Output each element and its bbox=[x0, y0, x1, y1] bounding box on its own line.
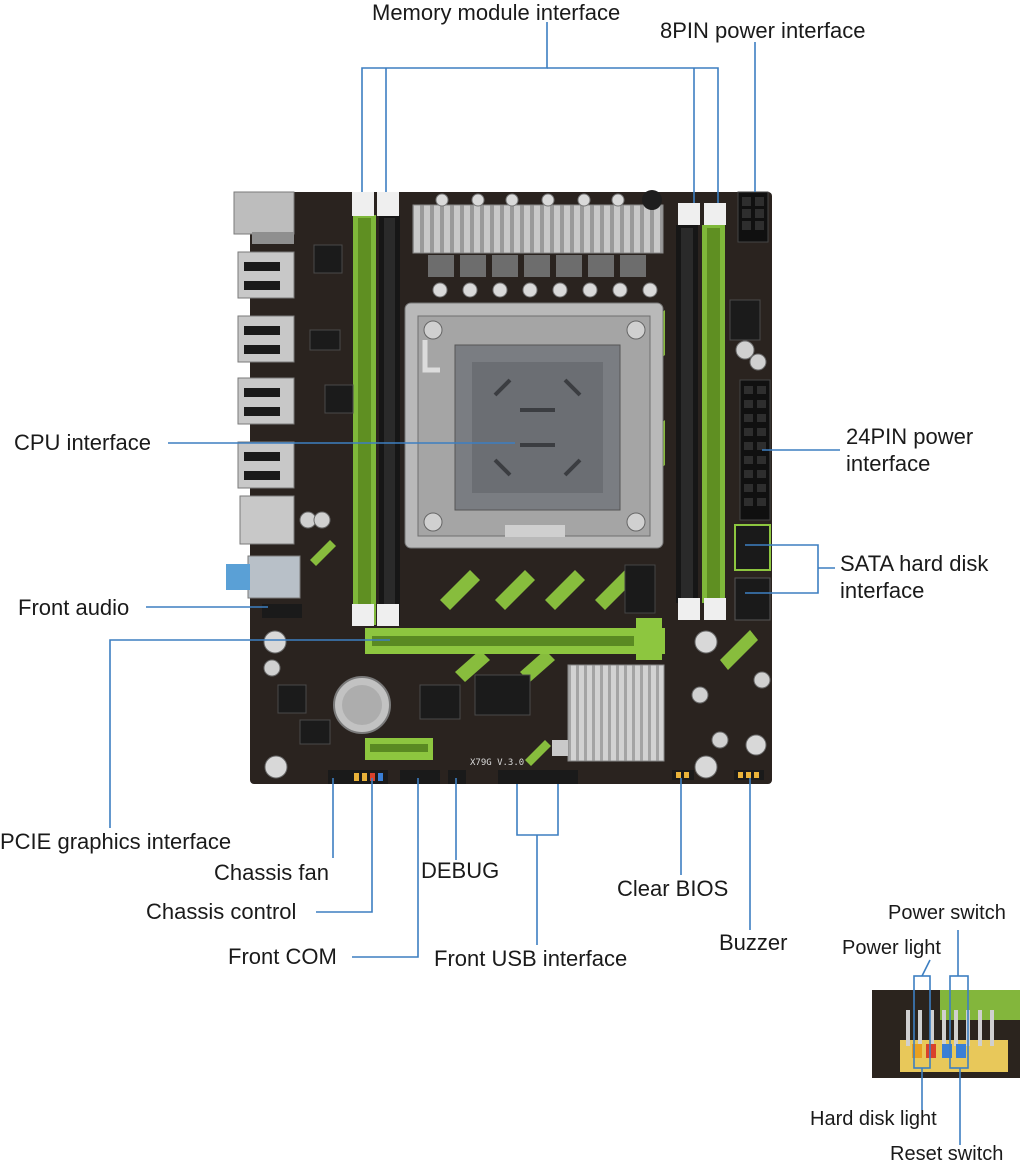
label-sata-line2: interface bbox=[840, 578, 925, 603]
m2-slot bbox=[624, 564, 656, 614]
cmos-battery bbox=[333, 676, 391, 734]
rear-io-ports bbox=[226, 191, 301, 599]
chipset-heatsink bbox=[552, 664, 665, 762]
label-clear-bios: Clear BIOS bbox=[617, 876, 729, 901]
label-sata-line1: SATA hard disk bbox=[840, 551, 989, 576]
label-front-audio: Front audio bbox=[18, 595, 130, 620]
label-front-usb-interface: Front USB interface bbox=[434, 946, 628, 971]
board-silkscreen-model: X79G V.3.0 bbox=[470, 758, 525, 768]
label-cpu-interface: CPU interface bbox=[14, 430, 151, 455]
label-buzzer: Buzzer bbox=[719, 930, 788, 955]
label-chassis-fan: Chassis fan bbox=[214, 860, 329, 885]
leader-lines bbox=[109, 22, 840, 958]
pcie-x1-slot bbox=[365, 738, 433, 760]
label-24pin-power-line1: 24PIN power bbox=[846, 424, 974, 449]
label-24pin-power-line2: interface bbox=[846, 451, 931, 476]
screw-holes bbox=[263, 630, 767, 779]
label-memory-module-interface: Memory module interface bbox=[372, 0, 621, 25]
memory-slots-right bbox=[676, 203, 726, 620]
label-chassis-control: Chassis control bbox=[146, 899, 297, 924]
label-front-com: Front COM bbox=[228, 944, 337, 969]
pcie-x16-slot bbox=[365, 618, 665, 660]
label-hard-disk-light: Hard disk light bbox=[810, 1108, 937, 1130]
ic-chips bbox=[277, 244, 761, 745]
label-power-switch: Power switch bbox=[888, 902, 1006, 924]
label-power-light: Power light bbox=[842, 937, 941, 959]
vrm-heatsink bbox=[412, 190, 664, 298]
front-panel-inset bbox=[872, 930, 1020, 1145]
label-pcie-graphics-interface: PCIE graphics interface bbox=[0, 829, 232, 854]
memory-slots-left bbox=[352, 192, 400, 626]
label-8pin-power-interface: 8PIN power interface bbox=[660, 18, 866, 43]
bottom-headers bbox=[262, 604, 764, 784]
label-debug: DEBUG bbox=[421, 858, 500, 883]
label-reset-switch: Reset switch bbox=[890, 1143, 1004, 1165]
cpu-socket bbox=[404, 302, 664, 549]
sata-ports bbox=[734, 524, 771, 621]
capacitors bbox=[263, 340, 771, 749]
